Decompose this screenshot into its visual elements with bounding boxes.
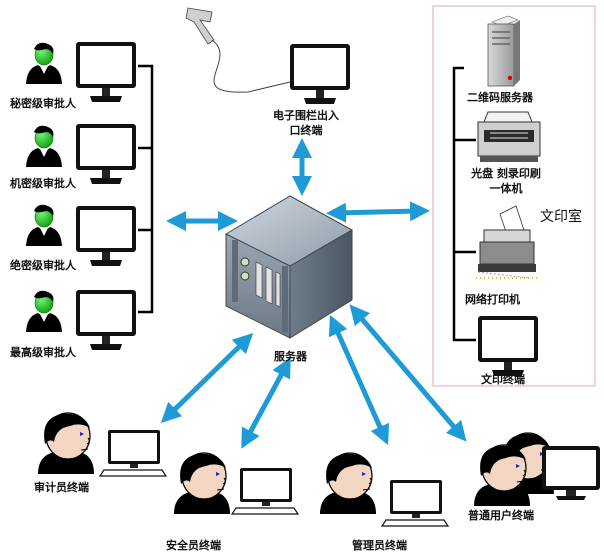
approver-monitor-icon [76, 124, 136, 184]
security-terminal-label: 安全员终端 [166, 539, 221, 552]
qr-server-icon [487, 15, 520, 87]
arrow-server-admin [328, 314, 390, 446]
arrow-server-user [349, 304, 467, 442]
network-printer-icon [476, 205, 540, 279]
barcode-scanner-icon [185, 7, 291, 93]
cd-burner-label: 光盘 刻录印刷 一体机 [471, 167, 541, 195]
approver-bus-line [138, 64, 154, 314]
approver-label-secret: 秘密级审批人 [10, 97, 76, 110]
approver-icon [25, 42, 63, 85]
arrow-server-printroom [326, 201, 430, 223]
approver-monitor-icon [76, 42, 136, 102]
user-avatar-icon [473, 444, 531, 507]
cd-burner-printer-icon [477, 111, 541, 162]
fence-terminal-monitor-icon [290, 44, 350, 104]
approver-label-highest: 最高级审批人 [10, 346, 76, 359]
approver-label-confidential: 机密级审批人 [10, 177, 76, 190]
user-monitor-icon [542, 446, 600, 500]
auditor-terminal-icon [99, 429, 167, 477]
network-printer-label: 网络打印机 [465, 293, 520, 306]
administrator-terminal-icon [381, 479, 449, 527]
print-room-border [432, 5, 596, 387]
auditor-avatar-icon [37, 412, 95, 475]
approver-monitor-icon [76, 290, 136, 350]
print-terminal-label: 文印终端 [481, 373, 525, 386]
approver-label-top-secret: 绝密级审批人 [10, 259, 76, 272]
fence-terminal-label: 电子围栏出入 口终端 [273, 109, 339, 137]
arrow-server-audit [160, 333, 254, 423]
server-icon [224, 195, 354, 339]
print-terminal-monitor-icon [478, 316, 538, 376]
approver-icon [25, 125, 63, 168]
auditor-terminal-label: 审计员终端 [34, 481, 89, 494]
security-officer-terminal-icon [231, 467, 299, 515]
approver-icon [25, 290, 63, 333]
print-room-title: 文印室 [540, 209, 582, 225]
approver-icon [25, 204, 63, 247]
approver-monitor-icon [76, 206, 136, 266]
admin-terminal-label: 管理员终端 [352, 539, 407, 552]
connection-arrows [160, 138, 467, 449]
server-label: 服务器 [274, 350, 307, 363]
security-officer-avatar-icon [173, 452, 231, 515]
qr-server-label: 二维码服务器 [467, 91, 533, 104]
arrow-server-security [241, 357, 291, 449]
administrator-avatar-icon [319, 452, 377, 515]
user-terminal-label: 普通用户终端 [468, 509, 534, 522]
